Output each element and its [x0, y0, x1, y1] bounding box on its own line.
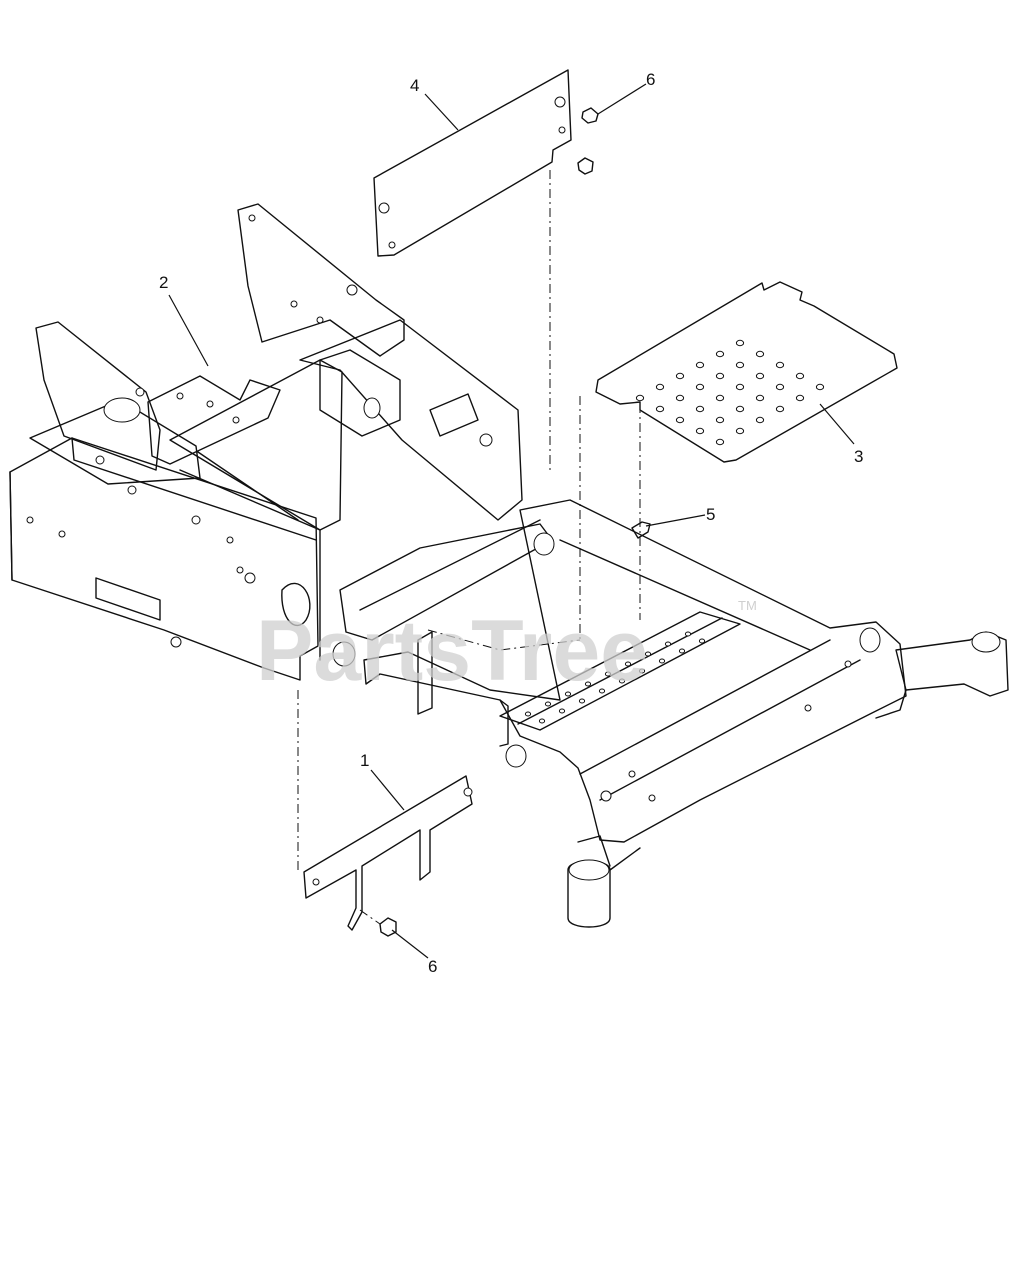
perforation-hole [715, 416, 725, 424]
callout-1: 1 [360, 751, 369, 770]
perforation-hole [775, 361, 785, 369]
main-frame [9, 203, 1009, 928]
perforation-hole [675, 394, 685, 402]
part-3-floor-plate[interactable] [595, 281, 898, 463]
callout-6-bottom: 6 [428, 957, 437, 976]
perforation-hole [598, 688, 606, 694]
perforation-hole [644, 651, 652, 657]
perforation-hole [735, 427, 745, 435]
part-6-bolt-bottom[interactable] [379, 917, 397, 937]
perforation-hole [775, 405, 785, 413]
perforation-hole [698, 638, 706, 644]
perforation-hole [675, 416, 685, 424]
perforation-hole [695, 405, 705, 413]
perforation-hole [664, 641, 672, 647]
perforation-hole [735, 383, 745, 391]
perforation-hole [735, 361, 745, 369]
perforation-hole [775, 383, 785, 391]
perforation-hole [524, 711, 532, 717]
perforation-hole [715, 350, 725, 358]
part-4-cover-panel[interactable] [373, 69, 572, 257]
perforation-hole [558, 708, 566, 714]
callout-3: 3 [854, 447, 863, 466]
perforation-hole [658, 658, 666, 664]
perforation-hole [655, 383, 665, 391]
perforation-hole [544, 701, 552, 707]
perforation-hole [695, 383, 705, 391]
perforation-hole [655, 405, 665, 413]
part-1-lower-bracket[interactable] [303, 775, 473, 931]
perforation-hole [715, 394, 725, 402]
callouts: 4 6 2 3 5 1 6 [159, 70, 863, 976]
watermark-text: PartsTree [256, 603, 648, 699]
perforation-hole [675, 372, 685, 380]
assembly-lines [297, 170, 641, 925]
perforation-hole [695, 427, 705, 435]
perforation-hole [538, 718, 546, 724]
perforation-hole [715, 438, 725, 446]
part-6-bolt-top[interactable] [577, 107, 599, 175]
perforation-hole [735, 405, 745, 413]
perforation-hole [695, 361, 705, 369]
perforation-hole [564, 691, 572, 697]
watermark-trademark: TM [738, 598, 757, 613]
callout-6-top: 6 [646, 70, 655, 89]
part-2-bracket[interactable] [147, 375, 281, 465]
perforation-hole [618, 678, 626, 684]
perforation-hole [795, 394, 805, 402]
perforation-hole [755, 394, 765, 402]
perforation-hole [795, 372, 805, 380]
perforation-hole [624, 661, 632, 667]
perforation-hole [604, 671, 612, 677]
watermark: PartsTree TM [256, 598, 757, 699]
perforation-hole [715, 372, 725, 380]
perforation-hole [578, 698, 586, 704]
callout-2: 2 [159, 273, 168, 292]
callout-4: 4 [410, 76, 419, 95]
perforation-hole [684, 631, 692, 637]
perforation-hole [678, 648, 686, 654]
perforation-hole [735, 339, 745, 347]
callout-5: 5 [706, 505, 715, 524]
perforation-hole [755, 416, 765, 424]
perforation-hole [584, 681, 592, 687]
perforation-hole [755, 372, 765, 380]
perforation-hole [815, 383, 825, 391]
perforation-hole [638, 668, 646, 674]
perforation-hole [755, 350, 765, 358]
leader-lines [168, 83, 855, 959]
perforation-hole [635, 394, 645, 402]
